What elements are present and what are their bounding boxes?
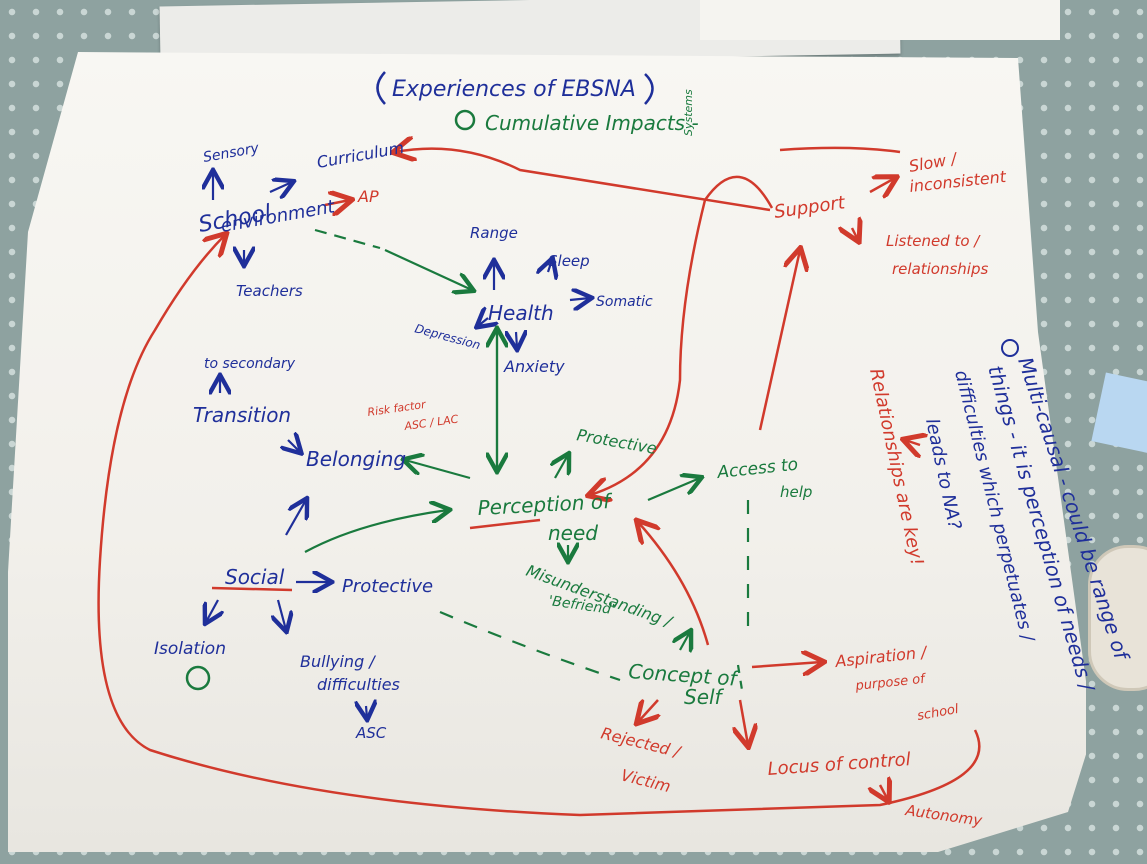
node-bullying-line1: Bullying / bbox=[300, 652, 376, 671]
cycle-icon-isolation bbox=[185, 665, 211, 691]
node-transition: Transition bbox=[193, 403, 291, 427]
node-range: Range bbox=[470, 224, 518, 242]
blue-connectors bbox=[206, 172, 590, 718]
node-depression: Depression bbox=[413, 321, 482, 352]
support-to-curriculum bbox=[395, 149, 771, 212]
node-listened-line2: relationships bbox=[892, 260, 988, 278]
support-loop-to-perception bbox=[590, 175, 774, 495]
node-locus: Locus of control bbox=[767, 749, 911, 780]
node-teachers: Teachers bbox=[236, 282, 303, 300]
circled-a-icon bbox=[1001, 339, 1019, 357]
support-to-listened bbox=[852, 228, 858, 240]
node-perception-line2: need bbox=[548, 521, 598, 545]
node-autonomy: Autonomy bbox=[903, 801, 984, 830]
node-support: Support bbox=[773, 192, 847, 223]
cycle-icon-title bbox=[454, 109, 476, 131]
node-sleep: Sleep bbox=[548, 252, 590, 270]
concept-to-rejected bbox=[638, 700, 658, 722]
node-risk-factor-line2: ASC / LAC bbox=[403, 413, 460, 434]
support-to-slow bbox=[869, 178, 895, 192]
node-risk-factor-line1: Risk factor bbox=[367, 398, 428, 419]
node-curriculum: Curriculum bbox=[315, 138, 405, 172]
node-rejected-line2: Victim bbox=[619, 765, 673, 796]
red-connectors bbox=[97, 146, 981, 817]
tape-roll bbox=[1088, 545, 1147, 691]
node-aspiration-line1: Aspiration / bbox=[833, 642, 928, 671]
school-env-to-ap bbox=[324, 200, 350, 205]
perception-underline bbox=[469, 518, 541, 530]
node-social: Social bbox=[225, 565, 285, 589]
access-to-support bbox=[758, 250, 800, 431]
diagram-subtitle-note: Systems bbox=[682, 89, 695, 136]
node-asc: ASC bbox=[355, 724, 387, 742]
node-aspiration-line3: school bbox=[916, 702, 960, 724]
node-to-secondary: to secondary bbox=[204, 356, 296, 372]
node-sensory: Sensory bbox=[202, 140, 261, 166]
diagram-subtitle: Cumulative Impacts - bbox=[485, 111, 699, 135]
relationships-arrow bbox=[905, 440, 920, 445]
node-protective-top: Protective bbox=[575, 425, 658, 458]
note-multi-causal-line4: leads to NA? bbox=[921, 417, 965, 532]
concept-to-aspiration bbox=[751, 662, 822, 667]
node-access-line2: help bbox=[780, 483, 812, 501]
node-belonging: Belonging bbox=[306, 447, 406, 471]
node-protective: Protective bbox=[342, 576, 433, 597]
social-underline bbox=[211, 586, 293, 592]
node-perception-line1: Perception of bbox=[477, 489, 614, 520]
node-rejected-line1: Rejected / bbox=[599, 723, 684, 761]
note-multi-causal: Multi-causal - could be range of things … bbox=[921, 339, 1135, 695]
node-anxiety: Anxiety bbox=[503, 357, 565, 376]
node-misunderstanding-line1: Misunderstanding / bbox=[524, 561, 676, 632]
note-relationships-key: Relationships are key! bbox=[865, 367, 927, 568]
support-loop-top bbox=[779, 146, 901, 154]
concept-to-locus bbox=[740, 699, 748, 745]
green-connectors bbox=[304, 228, 750, 691]
background-paper bbox=[700, 0, 1060, 40]
locus-to-autonomy bbox=[880, 785, 888, 800]
concept-to-perception bbox=[638, 522, 710, 646]
diagram-title: Experiences of EBSNA bbox=[392, 77, 636, 102]
title-bracket bbox=[376, 71, 654, 105]
node-bullying-line2: difficulties bbox=[317, 675, 400, 694]
node-health: Health bbox=[488, 301, 554, 325]
node-ap: AP bbox=[357, 187, 379, 206]
node-aspiration-line2: purpose of bbox=[854, 672, 928, 695]
node-listened-line1: Listened to / bbox=[886, 232, 981, 250]
node-isolation: Isolation bbox=[154, 639, 226, 659]
node-somatic: Somatic bbox=[596, 294, 653, 310]
node-concept-line2: Self bbox=[684, 685, 725, 709]
node-access-line1: Access to bbox=[715, 455, 799, 483]
